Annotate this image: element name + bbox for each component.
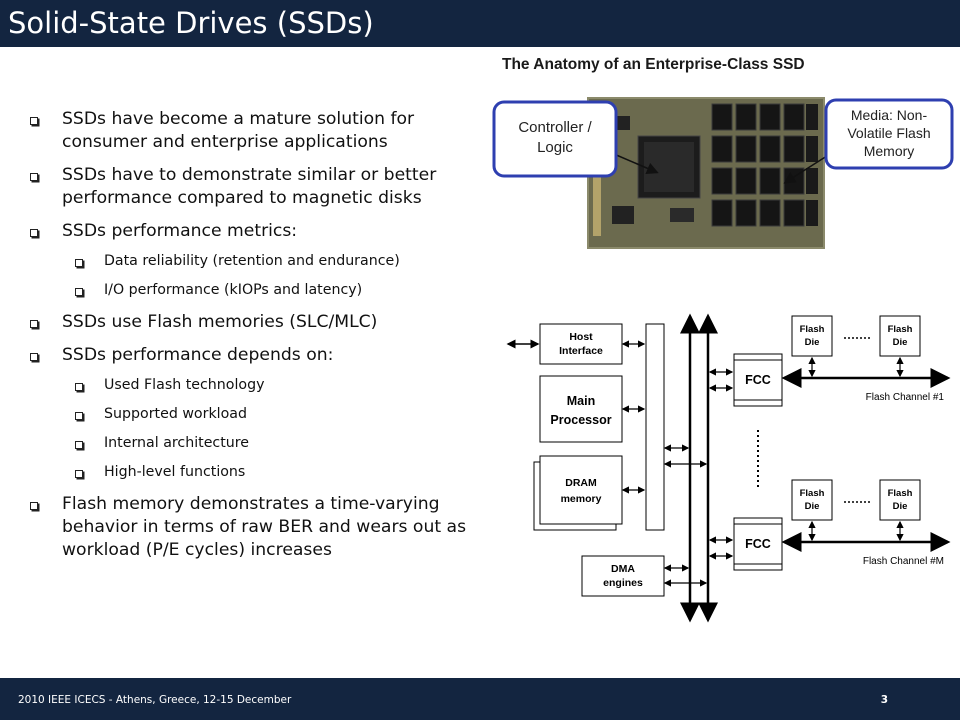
ssd-architecture-diagram: Host Interface Main Processor DRAM memor… (500, 296, 955, 632)
flash-channel-m-label: Flash Channel #M (863, 556, 944, 567)
flash-die-ma (791, 479, 833, 521)
bullet-item: Flash memory demonstrates a time-varying… (28, 493, 493, 562)
sub-bullet-item: I/O performance (kIOPs and latency) (28, 280, 493, 300)
page-number: 3 (880, 694, 888, 706)
square-bullet-icon (30, 173, 38, 181)
bullet-list: SSDs have become a mature solution for c… (28, 108, 493, 572)
bullet-item: SSDs performance depends on: (28, 344, 493, 367)
controller-callout-line1: Controller / (518, 119, 592, 136)
svg-text:Die: Die (805, 337, 820, 348)
fcc-block-m (733, 517, 783, 571)
host-interface-block (539, 323, 623, 365)
sub-bullet-item: Internal architecture (28, 433, 493, 453)
square-bullet-icon (75, 470, 83, 478)
svg-text:Flash: Flash (800, 488, 825, 499)
media-callout-line2: Volatile Flash (847, 125, 930, 141)
svg-text:Flash: Flash (800, 324, 825, 335)
fcc-label-1: FCC (745, 373, 771, 387)
square-bullet-icon (75, 441, 83, 449)
square-bullet-icon (75, 259, 83, 267)
ssd-photo: Controller / Logic Media: Non- Volatile … (490, 96, 956, 250)
square-bullet-icon (30, 353, 38, 361)
square-bullet-icon (30, 320, 38, 328)
sub-bullet-item: Data reliability (retention and enduranc… (28, 251, 493, 271)
host-interface-line1: Host (569, 331, 593, 343)
square-bullet-icon (30, 117, 38, 125)
bullet-item: SSDs have become a mature solution for c… (28, 108, 493, 154)
square-bullet-icon (75, 412, 83, 420)
dram-line2: memory (561, 493, 602, 505)
svg-text:Flash: Flash (888, 324, 913, 335)
dma-line1: DMA (611, 563, 635, 575)
title-bar (0, 0, 960, 47)
media-callout-line1: Media: Non- (851, 107, 928, 123)
main-processor-line1: Main (567, 394, 595, 408)
bullet-item: SSDs use Flash memories (SLC/MLC) (28, 311, 493, 334)
dram-block (539, 455, 623, 525)
flash-die-1b (879, 315, 921, 357)
ssd-board-illustration: Controller / Logic Media: Non- Volatile … (492, 97, 954, 249)
dma-line2: engines (603, 577, 643, 589)
sub-bullet-item: High-level functions (28, 462, 493, 482)
flash-die-mb (879, 479, 921, 521)
square-bullet-icon (75, 288, 83, 296)
host-interface-line2: Interface (559, 345, 603, 357)
square-bullet-icon (75, 383, 83, 391)
footer-text: 2010 IEEE ICECS - Athens, Greece, 12-15 … (18, 694, 292, 706)
flash-channel-1-label: Flash Channel #1 (866, 392, 945, 403)
sub-bullet-item: Used Flash technology (28, 375, 493, 395)
fcc-label-m: FCC (745, 537, 771, 551)
svg-text:Die: Die (805, 501, 820, 512)
media-callout (824, 98, 954, 170)
local-bus (645, 323, 665, 531)
media-callout-line3: Memory (864, 143, 915, 159)
svg-text:Flash: Flash (888, 488, 913, 499)
controller-callout (492, 100, 618, 178)
square-bullet-icon (30, 229, 38, 237)
slide-title: Solid-State Drives (SSDs) (8, 6, 374, 40)
bullet-item: SSDs performance metrics: (28, 220, 493, 243)
footer-bar: 2010 IEEE ICECS - Athens, Greece, 12-15 … (0, 678, 960, 720)
square-bullet-icon (30, 502, 38, 510)
main-processor-line2: Processor (550, 413, 611, 427)
svg-text:Die: Die (893, 501, 908, 512)
bullet-item: SSDs have to demonstrate similar or bett… (28, 164, 493, 210)
flash-die-1a (791, 315, 833, 357)
dram-line1: DRAM (565, 477, 597, 489)
controller-callout-line2: Logic (537, 139, 573, 156)
sub-bullet-item: Supported workload (28, 404, 493, 424)
main-processor-block (539, 375, 623, 443)
dma-block (581, 555, 665, 597)
figure-title: The Anatomy of an Enterprise-Class SSD (502, 56, 805, 73)
architecture-svg: Host Interface Main Processor DRAM memor… (506, 313, 951, 623)
svg-text:Die: Die (893, 337, 908, 348)
fcc-block-1 (733, 353, 783, 407)
